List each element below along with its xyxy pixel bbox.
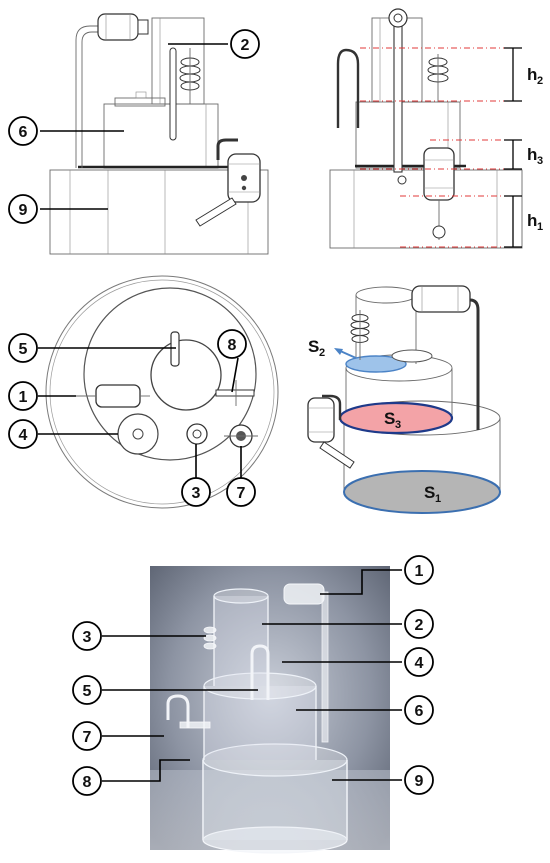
callout-label: 3: [83, 629, 92, 646]
dim-letter: h: [527, 211, 537, 230]
front-view-callout-9: 9: [8, 194, 38, 224]
callout-label: 3: [192, 485, 201, 502]
photo-leaders: [102, 569, 402, 782]
callout-label: 6: [415, 703, 424, 720]
callout-label: 7: [83, 729, 92, 746]
callout-label: 5: [83, 683, 92, 700]
callout-label: 2: [241, 37, 250, 54]
callout-label: 2: [415, 617, 424, 634]
top-view-callout-7: 7: [226, 477, 256, 507]
callout-label: 4: [19, 427, 28, 444]
surface-s1-ellipse: [343, 470, 501, 514]
top-view-callout-1: 1: [8, 381, 38, 411]
surface-subscript: 2: [319, 347, 325, 359]
isometric-view-drawing: [307, 285, 501, 514]
dim-subscript: 2: [537, 75, 543, 87]
dimension-h2: h 2: [527, 65, 543, 87]
photo-callout-1: 1: [404, 555, 434, 585]
surface-letter: S: [384, 409, 395, 428]
surface-subscript: 3: [395, 419, 401, 431]
front-view-callout-6: 6: [8, 116, 38, 146]
surface-letter: S: [308, 337, 319, 356]
surface-subscript: 1: [435, 493, 441, 505]
callout-label: 1: [19, 389, 28, 406]
front-view-drawing: [40, 13, 269, 255]
photo-callout-2: 2: [404, 609, 434, 639]
callout-label: 7: [237, 485, 246, 502]
callout-label: 6: [19, 124, 28, 141]
photo-callout-9: 9: [404, 765, 434, 795]
photo-callout-3: 3: [72, 621, 102, 651]
top-view-callout-3: 3: [181, 477, 211, 507]
top-view-callout-8: 8: [217, 329, 247, 359]
photo-callout-5: 5: [72, 675, 102, 705]
callout-label: 8: [83, 774, 92, 791]
device-photo: [150, 566, 390, 854]
dim-subscript: 3: [537, 155, 543, 167]
surface-letter: S: [424, 483, 435, 502]
callout-label: 5: [19, 341, 28, 358]
callout-label: 9: [415, 773, 424, 790]
dimension-h1: h 1: [527, 211, 543, 233]
photo-callout-6: 6: [404, 695, 434, 725]
front-view-callout-2: 2: [230, 29, 260, 59]
dim-letter: h: [527, 65, 537, 84]
surface-s3-label: S 3: [384, 409, 401, 431]
callout-label: 8: [228, 337, 237, 354]
side-view-drawing: [329, 8, 523, 249]
dimension-h3: h 3: [527, 145, 543, 167]
surface-s2-ellipse: [345, 355, 407, 373]
photo-callout-8: 8: [72, 766, 102, 796]
top-view-callout-4: 4: [8, 419, 38, 449]
photo-callout-7: 7: [72, 721, 102, 751]
dim-letter: h: [527, 145, 537, 164]
photo-callout-4: 4: [404, 647, 434, 677]
callout-label: 1: [415, 563, 424, 580]
callout-label: 9: [19, 202, 28, 219]
surface-s1-label: S 1: [424, 483, 441, 505]
surface-s2-label: S 2: [308, 337, 325, 359]
callout-label: 4: [415, 655, 424, 672]
dim-subscript: 1: [537, 221, 543, 233]
top-view-callout-5: 5: [8, 333, 38, 363]
top-view-drawing: [38, 275, 279, 509]
